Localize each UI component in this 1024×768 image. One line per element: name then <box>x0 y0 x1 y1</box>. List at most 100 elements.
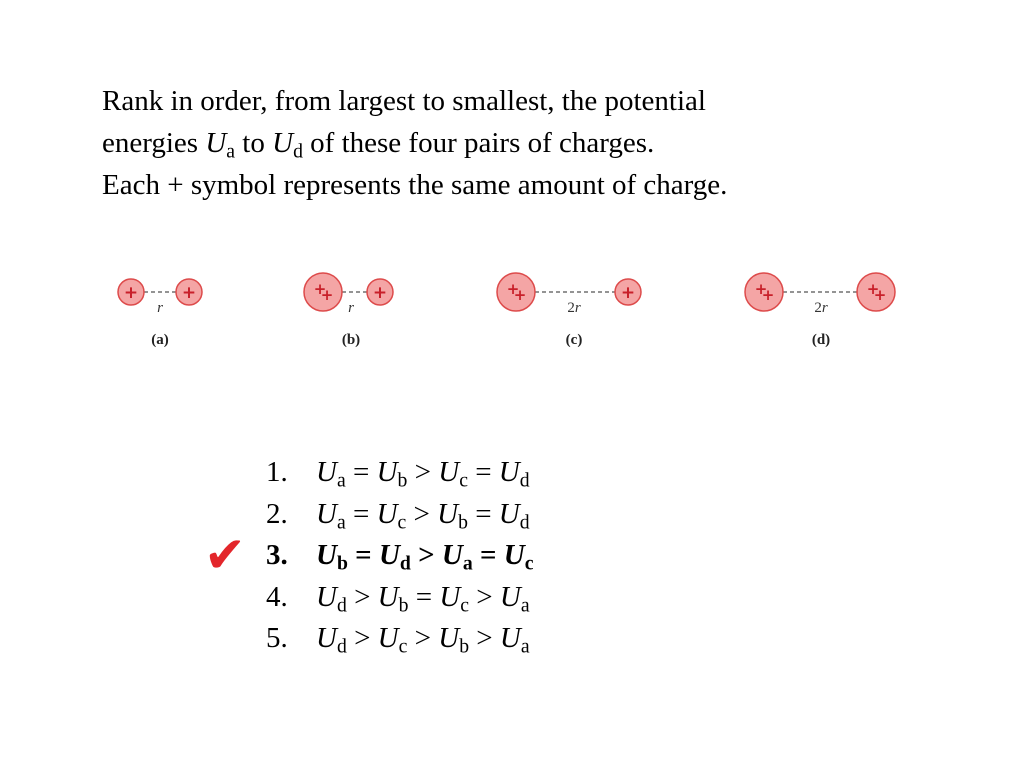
symbol-u: U <box>377 580 399 613</box>
panel-label: (b) <box>342 332 360 348</box>
subscript-a: a <box>520 635 530 658</box>
charge-circle-left <box>496 272 536 312</box>
subscript-b: b <box>336 552 348 575</box>
panel-label: (a) <box>151 332 169 348</box>
operator: = <box>467 456 499 488</box>
symbol-u: U <box>272 127 294 159</box>
symbol-u: U <box>377 622 399 654</box>
separation-label: 2r <box>567 300 581 316</box>
operator: > <box>407 456 439 488</box>
subscript-c: c <box>524 552 534 575</box>
separation-label: 2r <box>814 300 828 316</box>
symbol-u: U <box>205 127 227 159</box>
symbol-u: U <box>499 622 521 654</box>
operator: = <box>345 497 377 530</box>
panel-label: (c) <box>566 332 583 348</box>
symbol-u: U <box>316 497 337 530</box>
answer-option-2[interactable]: 2.Ua = Uc > Ub = Ud <box>266 494 533 536</box>
subscript-a: a <box>226 140 236 163</box>
subscript-d: d <box>519 469 530 492</box>
plus-sign: + <box>762 286 775 304</box>
separation-variable: r <box>575 300 581 316</box>
charge-circle-left <box>303 272 343 312</box>
subscript-c: c <box>459 469 468 492</box>
plus-sign: + <box>755 280 768 298</box>
operator: > <box>406 497 438 530</box>
plus-sign: + <box>373 283 387 303</box>
operator: = <box>472 539 504 571</box>
charge-pairs-svg: ++r(a)+++r(b)+++2r(c)++++2r(d) <box>117 272 896 348</box>
symbol-u: U <box>441 539 463 571</box>
symbol-u: U <box>316 539 337 571</box>
answer-option-3[interactable]: 3.Ub = Ud > Ua = Uc <box>266 535 533 577</box>
subscript-d: d <box>336 594 347 617</box>
subscript-c: c <box>397 511 407 534</box>
question-line-2-start: energies <box>102 127 206 159</box>
operator: > <box>407 622 439 654</box>
operator: > <box>346 622 378 654</box>
check-mark-icon: ✔ <box>204 526 246 584</box>
plus-sign: + <box>507 280 520 298</box>
plus-sign: + <box>182 283 196 303</box>
symbol-u: U <box>316 580 337 613</box>
charge-circle-left <box>744 272 784 312</box>
question-text: Rank in order, from largest to smallest,… <box>102 80 962 206</box>
operator: = <box>408 580 440 613</box>
symbol-u: U <box>498 456 520 488</box>
charge-circle-right <box>366 278 394 306</box>
separation-coefficient: 2 <box>567 300 575 316</box>
operator: > <box>346 580 378 613</box>
answer-number: 1. <box>266 456 288 488</box>
subscript-a: a <box>336 469 346 492</box>
plus-sign: + <box>314 280 327 298</box>
symbol-u: U <box>316 622 337 654</box>
symbol-u: U <box>378 539 400 571</box>
operator: > <box>469 622 500 654</box>
answer-option-4[interactable]: 4.Ud > Ub = Uc > Ua <box>266 577 533 619</box>
operator: = <box>345 456 377 488</box>
question-line-2-to: to <box>235 127 273 159</box>
subscript-d: d <box>519 511 530 534</box>
subscript-b: b <box>459 635 470 658</box>
panel-label: (d) <box>812 332 830 348</box>
answer-list: 1. Ua = Ub > Uc = Ud 2. Ua = Uc > Ub = Ud 3.… <box>266 452 533 660</box>
symbol-u: U <box>376 497 398 530</box>
separation-coefficient: 2 <box>814 300 822 316</box>
charge-circle-right <box>614 278 642 306</box>
subscript-c: c <box>460 594 470 617</box>
charge-circle-right <box>175 278 203 306</box>
subscript-d: d <box>399 552 411 575</box>
plus-sign: + <box>874 286 887 304</box>
plus-sign: + <box>321 286 334 304</box>
operator: = <box>347 539 379 571</box>
subscript-d: d <box>293 140 303 163</box>
plus-sign: + <box>514 286 527 304</box>
answer-number: 2. <box>266 497 288 530</box>
answer-number: 5. <box>266 622 288 654</box>
answer-number: 3. <box>266 539 288 571</box>
operator: > <box>469 580 500 613</box>
answer-option-5[interactable]: 5.Ud > Uc > Ub > Ua <box>266 618 533 660</box>
charge-circle-right <box>856 272 896 312</box>
answer-number: 4. <box>266 580 288 613</box>
symbol-u: U <box>499 580 521 613</box>
question-line-1: Rank in order, from largest to smallest,… <box>102 85 706 117</box>
question-line-2: energies Ua to Ud of these four pairs of… <box>102 122 962 164</box>
separation-variable: r <box>822 300 828 316</box>
question-line-3: Each + symbol represents the same amount… <box>102 169 728 201</box>
charge-pairs-figure: ++r(a)+++r(b)+++2r(c)++++2r(d) <box>0 255 1024 365</box>
symbol-u: U <box>316 456 337 488</box>
charge-circle-left <box>117 278 145 306</box>
separation-label: r <box>348 300 354 316</box>
answer-option-1[interactable]: 1.Ua = Ub > Uc = Ud <box>266 452 533 494</box>
operator: > <box>410 539 442 571</box>
subscript-b: b <box>398 594 409 617</box>
symbol-u: U <box>437 497 459 530</box>
subscript-a: a <box>336 511 346 534</box>
subscript-c: c <box>398 635 408 658</box>
subscript-a: a <box>462 552 473 575</box>
symbol-u: U <box>376 456 398 488</box>
symbol-u: U <box>438 456 460 488</box>
subscript-a: a <box>520 594 530 617</box>
separation-label: r <box>157 300 163 316</box>
